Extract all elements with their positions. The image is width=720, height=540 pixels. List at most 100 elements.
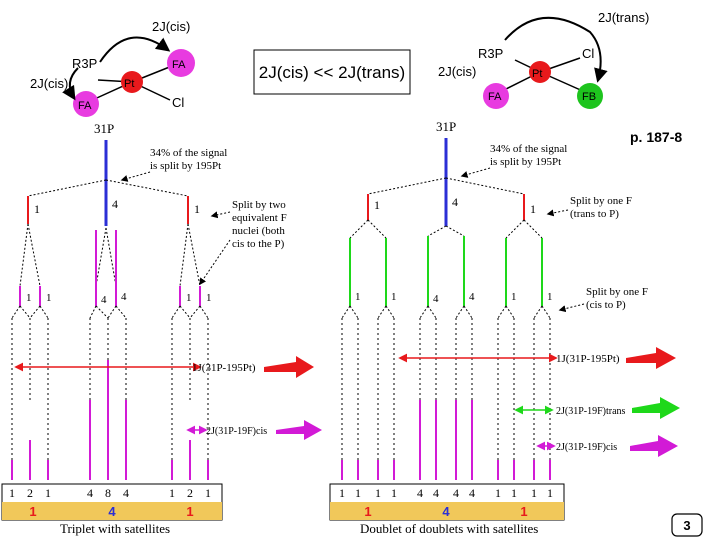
left-coupling-side-label: 2J(cis): [30, 76, 68, 91]
svg-text:1: 1: [511, 486, 517, 500]
page-reference: p. 187-8: [630, 129, 682, 145]
left-box-value-1: 1: [29, 504, 36, 519]
svg-text:2: 2: [187, 486, 193, 500]
pt-atom: [121, 71, 143, 93]
right-pt-note-line2: is split by 195Pt: [490, 156, 561, 168]
left-coupling-top-label: 2J(cis): [152, 19, 190, 34]
left-branch-lines-2: [19, 223, 201, 287]
right-box-value-1: 1: [364, 504, 371, 519]
right-pt-label: Pt: [532, 68, 542, 80]
svg-text:8: 8: [105, 486, 111, 500]
left-pt-note-line2: is split by 195Pt: [150, 160, 221, 172]
left-split-note-3: nuclei (both: [232, 225, 285, 237]
right-molecule: [483, 16, 608, 109]
left-l1-label-2: 4: [112, 197, 118, 211]
left-l2-label-2: 1: [46, 292, 52, 304]
left-l2-label-3: 4: [101, 294, 107, 306]
right-fb-label: FB: [582, 91, 596, 103]
fluorine-a-atom-bottom: [73, 91, 99, 117]
right-fa-label: FA: [488, 91, 502, 103]
svg-text:4: 4: [469, 486, 475, 500]
right-box-value-3: 1: [520, 504, 527, 519]
right-coupling-top-label: 2J(trans): [598, 10, 649, 25]
left-fa-top-label: FA: [172, 59, 186, 71]
right-l2-label-3: 4: [433, 293, 439, 305]
right-l2-label-1: 1: [355, 291, 361, 303]
right-l2-label-2: 1: [391, 291, 397, 303]
right-r3p-label: R3P: [478, 46, 503, 61]
left-l1-label-3: 1: [194, 202, 200, 216]
slide-number: 3: [683, 518, 690, 533]
svg-text:1: 1: [205, 486, 211, 500]
right-caption: Doublet of doublets with satellites: [360, 521, 538, 536]
left-pt-note-line1: 34% of the signal: [150, 147, 227, 159]
slide-number-badge: [671, 513, 703, 537]
left-l2-label-6: 1: [206, 292, 212, 304]
trans-coupling-arrow: [504, 16, 608, 83]
right-coupling-side-label: 2J(cis): [438, 64, 476, 79]
right-l2-label-5: 1: [511, 291, 517, 303]
right-j-ftrans-pointer: [632, 397, 680, 419]
left-f-split-lines: [19, 230, 201, 306]
right-bottom-labels: 1 1 1 1 4 4 4 4 1 1 1 1: [339, 486, 553, 500]
cis-coupling-arrow-side: [62, 67, 79, 101]
left-box-value-3: 1: [186, 504, 193, 519]
right-branch-lines-2: [349, 219, 543, 239]
pt-atom: [529, 61, 551, 83]
right-split-cis-1: Split by one F: [586, 286, 648, 298]
comparison-text: 2J(cis) << 2J(trans): [259, 63, 405, 82]
left-molecule: [62, 36, 195, 117]
svg-text:1: 1: [9, 486, 15, 500]
left-branch-lines-1: [27, 179, 189, 197]
left-guide-lines: [11, 318, 209, 460]
left-l2-label-1: 1: [26, 292, 32, 304]
svg-text:1: 1: [45, 486, 51, 500]
right-nucleus-label: 31P: [436, 119, 456, 134]
left-l2-label-4: 4: [121, 291, 127, 303]
left-caption: Triplet with satellites: [60, 521, 170, 536]
right-j-fcis-pointer: [630, 435, 678, 457]
right-box-value-2: 4: [442, 504, 450, 519]
right-split-trans-1: Split by one F: [570, 195, 632, 207]
right-ftrans-split-lines: [349, 236, 543, 306]
svg-text:1: 1: [547, 486, 553, 500]
right-l2-label-6: 1: [547, 291, 553, 303]
right-branch-lines-3: [341, 305, 551, 319]
right-split-cis-2: (cis to P): [586, 299, 626, 311]
right-split-trans-2: (trans to P): [570, 208, 619, 220]
right-j-fcis-label: 2J(31P-19F)cis: [556, 442, 617, 453]
right-l1-label-1: 1: [374, 198, 380, 212]
svg-text:1: 1: [391, 486, 397, 500]
right-j-ftrans-label: 2J(31P-19F)trans: [556, 406, 626, 417]
left-branch-lines-3: [11, 305, 209, 319]
right-cl-label: Cl: [582, 46, 594, 61]
right-l2-label-4: 4: [469, 291, 475, 303]
left-split-note-1: Split by two: [232, 199, 286, 211]
left-pt-label: Pt: [124, 78, 134, 90]
left-j-pt-pointer: [264, 356, 314, 378]
svg-text:2: 2: [27, 486, 33, 500]
left-split-note-2: equivalent F: [232, 212, 287, 224]
right-l1-label-3: 1: [530, 202, 536, 216]
svg-text:4: 4: [453, 486, 459, 500]
cis-coupling-arrow-top: [99, 36, 171, 63]
left-split-note-4: cis to the P): [232, 238, 285, 250]
right-j-pt-pointer: [626, 347, 676, 369]
left-nucleus-label: 31P: [94, 121, 114, 136]
right-j-pt-label: 1J(31P-195Pt): [556, 353, 620, 365]
svg-text:1: 1: [495, 486, 501, 500]
svg-text:1: 1: [531, 486, 537, 500]
svg-text:4: 4: [87, 486, 93, 500]
comparison-box: [253, 49, 411, 95]
right-branch-lines-1: [367, 177, 525, 195]
left-bottom-labels: 1 2 1 4 8 4 1 2 1: [9, 486, 211, 500]
right-final-peaks: [341, 400, 551, 480]
right-guide-lines: [341, 318, 551, 460]
left-l1-label-1: 1: [34, 202, 40, 216]
svg-text:1: 1: [339, 486, 345, 500]
left-box-value-2: 4: [108, 504, 116, 519]
svg-text:4: 4: [417, 486, 423, 500]
svg-text:4: 4: [433, 486, 439, 500]
fluorine-b-atom: [577, 83, 603, 109]
